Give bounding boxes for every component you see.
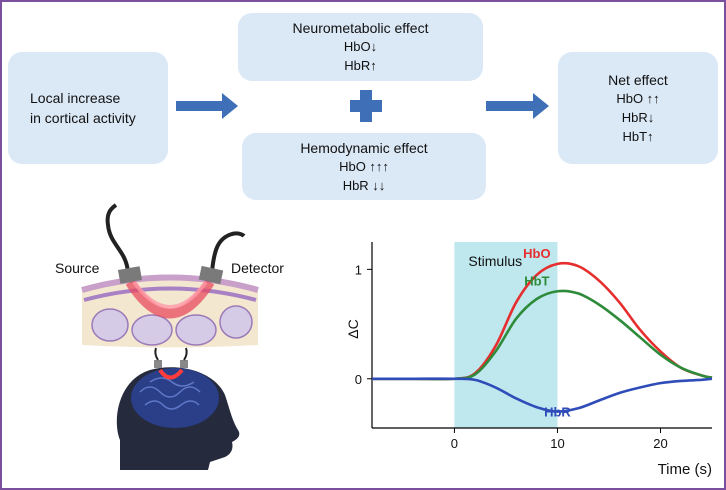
net-effect-box: Net effect HbO ↑↑ HbR↓ HbT↑ (558, 52, 718, 164)
brain (131, 368, 219, 428)
series-label-hbt: HbT (524, 273, 549, 288)
x-tick-label: 0 (451, 436, 458, 451)
hemo-hbo: HbO ↑↑↑ (339, 158, 389, 174)
local-increase-box: Local increase in cortical activity (8, 52, 168, 164)
x-tick-label: 10 (550, 436, 564, 451)
hemo-hbr: HbR ↓↓ (342, 177, 386, 193)
local-line2: in cortical activity (30, 110, 136, 126)
detector-label: Detector (231, 260, 284, 276)
series-line-hbr (371, 377, 713, 413)
plus-icon (350, 90, 382, 122)
neuro-hbr: HbR↑ (344, 58, 377, 73)
source-probe (117, 266, 143, 284)
y-tick-label: 0 (355, 372, 362, 387)
net-hbo: HbO ↑↑ (616, 90, 660, 106)
source-label: Source (55, 260, 100, 276)
series-label-hbo: HbO (523, 246, 550, 261)
hemodynamic-box: Hemodynamic effect HbO ↑↑↑ HbR ↓↓ (242, 133, 486, 200)
net-hbt: HbT↑ (622, 128, 654, 144)
right-arrow-icon (176, 93, 238, 119)
y-axis-label: ΔC (345, 319, 361, 338)
neurometabolic-box: Neurometabolic effect HbO↓ HbR↑ (238, 13, 483, 81)
y-tick-label: 1 (355, 262, 362, 277)
net-hbr: HbR↓ (621, 109, 655, 125)
light-path (125, 279, 215, 319)
local-line1: Local increase (30, 90, 121, 106)
net-title: Net effect (608, 71, 668, 88)
detector-probe (198, 265, 224, 285)
neuro-hbo: HbO↓ (343, 39, 378, 54)
x-axis-label: Time (s) (658, 461, 712, 478)
x-tick-label: 20 (653, 436, 667, 451)
right-arrow-icon (486, 93, 549, 119)
detector-cable (210, 231, 246, 273)
series-label-hbr: HbR (544, 405, 571, 420)
source-cable (105, 203, 130, 273)
hemo-title: Hemodynamic effect (300, 139, 428, 156)
neuro-title: Neurometabolic effect (292, 20, 429, 36)
stimulus-label: Stimulus (468, 253, 522, 269)
